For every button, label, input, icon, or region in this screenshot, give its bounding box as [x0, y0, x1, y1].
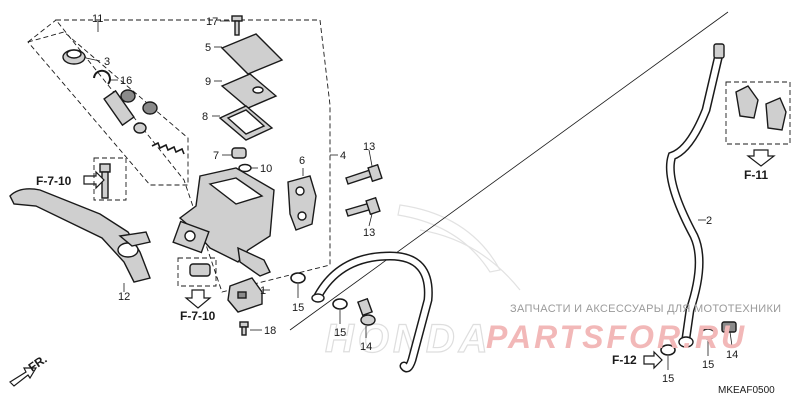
part-5-cap	[214, 33, 284, 75]
divider-line	[289, 11, 729, 331]
part-spring	[151, 141, 185, 155]
f11-down-arrow-icon	[746, 149, 776, 167]
callout-1: 1	[260, 285, 266, 297]
f7-10-down-arrow-icon	[184, 289, 212, 309]
part-8-diaphragm	[212, 105, 274, 141]
part-10-oring	[238, 163, 258, 173]
part-master-cylinder-body	[172, 167, 275, 277]
part-7-float	[222, 147, 247, 159]
f12-right-arrow-icon	[643, 350, 663, 370]
f7-10-right-arrow-icon	[83, 170, 105, 190]
callout-15-d: 15	[702, 359, 714, 371]
callout-labels: 1 2 3 4 5 6 7 8 9 10 11 12 13 13 14 14 1…	[92, 13, 738, 385]
part-6-holder	[287, 168, 317, 231]
site-watermark: ЗАПЧАСТИ И АКСЕССУАРЫ ДЛЯ МОТОТЕХНИКИ PA…	[486, 303, 781, 355]
ref-f7-10-bottom: F-7-10	[180, 309, 216, 323]
callout-11: 11	[92, 13, 103, 25]
brand-watermark-text: HONDA	[325, 317, 492, 361]
callout-12: 12	[118, 291, 130, 303]
callout-8: 8	[202, 111, 208, 123]
f7-10-arrow-top	[83, 157, 127, 201]
part-piston	[103, 89, 158, 134]
f11-clamp-group	[725, 81, 791, 167]
master-cylinder-assembly-frame	[27, 19, 338, 293]
callout-14-right: 14	[726, 349, 738, 361]
callout-15-c: 15	[662, 373, 674, 385]
ref-f7-10-top: F-7-10	[36, 174, 72, 188]
ref-f12: F-12	[612, 353, 637, 367]
part-9-plate	[214, 73, 278, 109]
callout-15-a: 15	[292, 302, 304, 314]
brand-watermark: HONDA	[324, 204, 521, 362]
callout-13-bottom: 13	[363, 227, 375, 239]
reference-labels: F-7-10 F-7-10 F-11 F-12 FR.	[26, 168, 769, 374]
callout-7: 7	[213, 150, 219, 162]
part-dust-cap	[177, 257, 217, 287]
part-3-boot	[62, 49, 101, 65]
callout-14-left: 14	[360, 341, 372, 353]
callout-16: 16	[120, 75, 132, 87]
front-direction-indicator	[9, 367, 38, 387]
drawing-code: MKEAF0500	[718, 385, 775, 396]
f7-10-arrow-bottom	[184, 289, 212, 309]
callout-17: 17	[206, 16, 218, 28]
watermark-logo: PARTSFOR.RU	[486, 319, 747, 355]
part-2-brake-hose	[665, 43, 725, 348]
part-washer-bolt-right	[660, 321, 737, 370]
callout-13-top: 13	[363, 141, 375, 153]
callout-6: 6	[299, 155, 305, 167]
callout-4: 4	[340, 150, 346, 162]
part-17-screw	[220, 15, 243, 36]
f12-arrow	[643, 350, 663, 370]
callout-9: 9	[205, 76, 211, 88]
callout-5: 5	[205, 42, 211, 54]
part-16-circlip	[93, 69, 118, 85]
front-arrow-icon	[9, 367, 38, 387]
part-1-brake-switch	[227, 277, 270, 313]
callout-10: 10	[260, 163, 272, 175]
area-dividers	[289, 11, 729, 331]
part-lever-bolt	[99, 163, 111, 199]
callout-15-b: 15	[334, 327, 346, 339]
callout-2: 2	[706, 215, 712, 227]
callout-18: 18	[264, 325, 276, 337]
watermark-title: ЗАПЧАСТИ И АКСЕССУАРЫ ДЛЯ МОТОТЕХНИКИ	[510, 303, 781, 315]
piston-kit-frame	[27, 31, 189, 186]
part-13-bolts	[345, 149, 383, 227]
part-brake-hose-left	[311, 251, 433, 373]
part-washer-bolt-left	[290, 272, 376, 338]
part-12-brake-lever	[9, 188, 151, 292]
part-18-screw	[239, 321, 262, 336]
callout-3: 3	[104, 56, 110, 68]
ref-f11: F-11	[744, 168, 768, 182]
